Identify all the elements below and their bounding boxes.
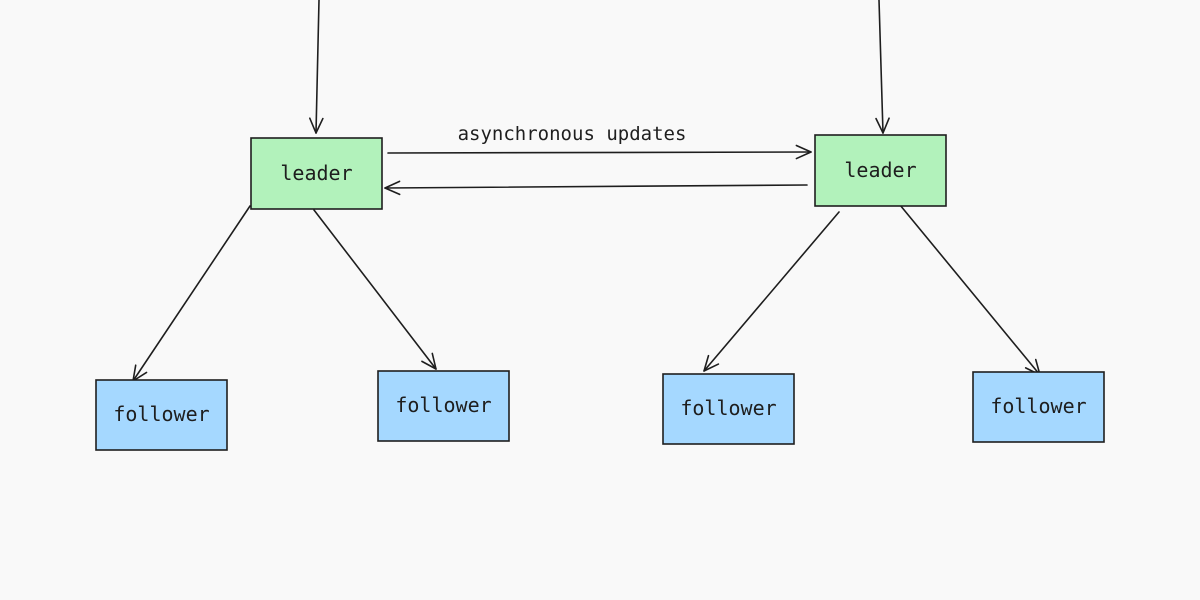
- follower-node-3[interactable]: follower: [662, 373, 795, 445]
- follower-node-3-label: follower: [680, 396, 776, 420]
- arrow-leader-left-to-follower-1: [132, 205, 251, 382]
- arrow-line: [703, 211, 840, 372]
- arrowhead-icon: [421, 352, 437, 370]
- arrow-line: [899, 204, 1041, 376]
- arrow-leader-left-to-leader-right: [387, 144, 812, 160]
- follower-node-2-label: follower: [395, 393, 491, 417]
- arrow-line: [878, 0, 884, 134]
- arrow-line: [132, 205, 251, 382]
- arrow-line: [387, 151, 812, 154]
- follower-node-1-label: follower: [113, 402, 209, 426]
- arrow-line: [313, 209, 437, 370]
- arrow-leader-left-to-follower-2: [313, 209, 437, 370]
- follower-node-2[interactable]: follower: [377, 370, 510, 442]
- arrow-leader-right-to-follower-4: [899, 204, 1041, 376]
- follower-node-4[interactable]: follower: [972, 371, 1105, 443]
- arrow-incoming-left: [309, 0, 324, 134]
- arrowhead-icon: [703, 354, 720, 372]
- leader-node-left-label: leader: [280, 161, 352, 185]
- edge-label-asynchronous-updates: asynchronous updates: [458, 123, 687, 145]
- leader-node-right[interactable]: leader: [814, 134, 947, 207]
- arrow-leader-right-to-leader-left: [384, 180, 808, 196]
- arrowhead-icon: [384, 180, 401, 196]
- edges-layer: [132, 0, 1041, 382]
- follower-node-4-label: follower: [990, 394, 1086, 418]
- arrowhead-icon: [875, 117, 890, 134]
- leader-node-right-label: leader: [844, 158, 916, 182]
- arrow-line: [315, 0, 320, 134]
- arrow-line: [384, 184, 808, 189]
- arrow-leader-right-to-follower-3: [703, 211, 840, 372]
- arrowhead-icon: [795, 144, 812, 160]
- arrow-incoming-right: [875, 0, 890, 134]
- follower-node-1[interactable]: follower: [95, 379, 228, 451]
- arrowhead-icon: [309, 117, 324, 134]
- leader-node-left[interactable]: leader: [250, 137, 383, 210]
